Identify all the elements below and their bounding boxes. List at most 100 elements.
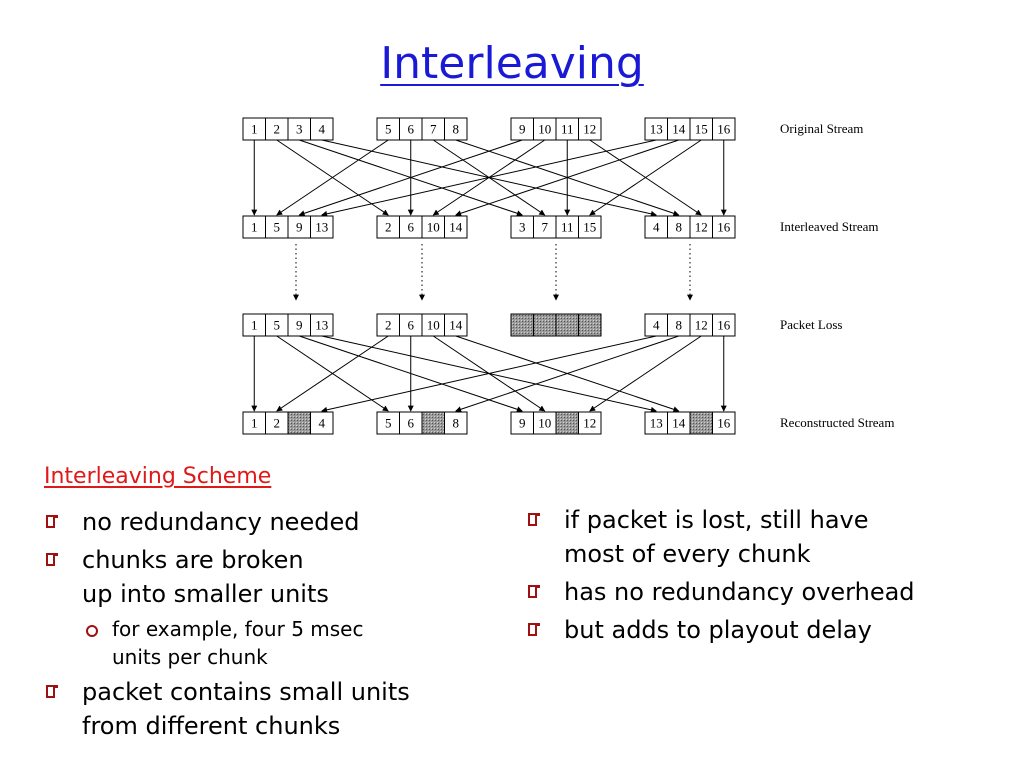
cell-number: 2 xyxy=(385,318,392,333)
cell-number: 11 xyxy=(561,122,574,137)
stream-cell xyxy=(578,215,602,239)
cell-number: 9 xyxy=(519,416,526,431)
stream-cell xyxy=(310,313,334,337)
cell-number: 10 xyxy=(427,220,440,235)
cell-number: 6 xyxy=(408,220,415,235)
lost-cell xyxy=(287,411,311,435)
box-bullet-icon xyxy=(528,623,540,636)
cell-number: 9 xyxy=(296,318,303,333)
cell-number: 4 xyxy=(319,122,326,137)
bullet-playout-delay: but adds to playout delay xyxy=(526,613,1006,647)
cell-number: 2 xyxy=(274,416,281,431)
cell-number: 4 xyxy=(653,220,660,235)
cell-number: 13 xyxy=(650,416,663,431)
cell-number: 12 xyxy=(583,416,596,431)
cell-number: 9 xyxy=(296,220,303,235)
cell-number: 9 xyxy=(519,122,526,137)
bullet-packet-contains: packet contains small units from differe… xyxy=(44,675,484,743)
row-label: Original Stream xyxy=(780,121,863,136)
cell-number: 8 xyxy=(676,318,683,333)
cell-number: 5 xyxy=(274,318,281,333)
stream-cell xyxy=(712,215,736,239)
cell-number: 13 xyxy=(315,220,328,235)
right-bullet-list: if packet is lost, still have most of ev… xyxy=(526,503,1006,647)
stream-cell xyxy=(712,313,736,337)
mapping-arrow xyxy=(321,335,657,413)
cell-number: 16 xyxy=(717,220,731,235)
circle-bullet-icon xyxy=(86,625,98,637)
cell-number: 4 xyxy=(653,318,660,333)
cell-number: 15 xyxy=(583,220,596,235)
stream-cell xyxy=(712,411,736,435)
cell-number: 12 xyxy=(583,122,596,137)
stream-cell xyxy=(310,411,334,435)
row-label: Reconstructed Stream xyxy=(780,415,894,430)
stream-cell xyxy=(310,215,334,239)
cell-number: 5 xyxy=(274,220,281,235)
stream-cell xyxy=(444,215,468,239)
cell-number: 14 xyxy=(672,122,686,137)
cell-number: 10 xyxy=(538,122,551,137)
cell-number: 8 xyxy=(676,220,683,235)
box-bullet-icon xyxy=(46,515,58,528)
mapping-arrow xyxy=(298,139,523,217)
sub-bullet-example: for example, four 5 msec units per chunk xyxy=(44,615,484,671)
cell-number: 3 xyxy=(519,220,526,235)
cell-number: 3 xyxy=(296,122,303,137)
mapping-arrow xyxy=(589,335,702,412)
left-bullet-list: no redundancy needed chunks are broken u… xyxy=(44,505,484,743)
cell-number: 12 xyxy=(695,318,708,333)
mapping-arrow xyxy=(455,335,680,413)
cell-number: 16 xyxy=(717,318,731,333)
cell-number: 10 xyxy=(538,416,551,431)
box-bullet-icon xyxy=(528,585,540,598)
cell-number: 14 xyxy=(449,318,463,333)
box-bullet-icon xyxy=(528,513,540,526)
lost-cell xyxy=(555,411,579,435)
stream-cell xyxy=(310,117,334,141)
mapping-arrow xyxy=(321,139,657,217)
mapping-arrow xyxy=(276,139,389,216)
cell-number: 13 xyxy=(650,122,663,137)
cell-number: 10 xyxy=(427,318,440,333)
cell-number: 5 xyxy=(385,416,392,431)
mapping-arrow xyxy=(276,335,389,412)
cell-number: 16 xyxy=(717,416,731,431)
lost-cell xyxy=(578,313,602,337)
stream-cell xyxy=(712,117,736,141)
stream-cell xyxy=(444,411,468,435)
cell-number: 1 xyxy=(251,220,258,235)
cell-number: 1 xyxy=(251,122,258,137)
cell-number: 1 xyxy=(251,416,258,431)
mapping-arrow xyxy=(455,139,679,217)
cell-number: 6 xyxy=(408,318,415,333)
mapping-arrow xyxy=(589,139,702,216)
row-label: Interleaved Stream xyxy=(780,219,879,234)
cell-number: 14 xyxy=(449,220,463,235)
lost-cell xyxy=(555,313,579,337)
lost-cell xyxy=(689,411,713,435)
box-bullet-icon xyxy=(46,553,58,566)
cell-number: 6 xyxy=(408,122,415,137)
stream-cell xyxy=(578,411,602,435)
cell-number: 16 xyxy=(717,122,731,137)
lost-cell xyxy=(421,411,445,435)
lost-cell xyxy=(510,313,534,337)
cell-number: 7 xyxy=(542,220,549,235)
bullet-chunks-broken: chunks are broken up into smaller units xyxy=(44,543,484,611)
cell-number: 5 xyxy=(385,122,392,137)
cell-number: 8 xyxy=(453,122,460,137)
cell-number: 15 xyxy=(695,122,708,137)
mapping-arrow xyxy=(299,335,523,413)
bullet-no-redundancy: no redundancy needed xyxy=(44,505,484,539)
box-bullet-icon xyxy=(46,685,58,698)
cell-number: 4 xyxy=(319,416,326,431)
bullet-packet-lost: if packet is lost, still have most of ev… xyxy=(526,503,1006,571)
stream-cell xyxy=(444,313,468,337)
cell-number: 8 xyxy=(453,416,460,431)
cell-number: 7 xyxy=(430,122,437,137)
cell-number: 2 xyxy=(385,220,392,235)
lost-cell xyxy=(533,313,557,337)
stream-cell xyxy=(444,117,468,141)
